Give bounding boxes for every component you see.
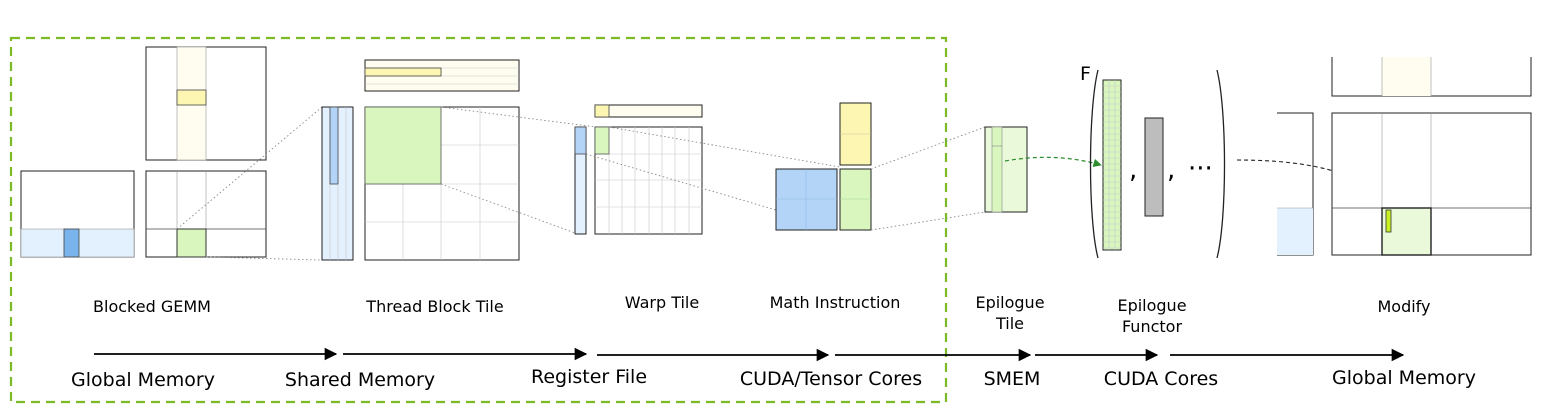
blocked-gemm-figure [20, 46, 267, 258]
label-warp-tile: Warp Tile [625, 293, 699, 312]
functor-name: F [1080, 63, 1091, 85]
label-thread-block-tile: Thread Block Tile [365, 297, 503, 316]
mem-smem: SMEM [984, 368, 1041, 390]
mem-register-file: Register File [531, 366, 647, 388]
thread-block-tile-figure [321, 59, 520, 261]
label-epilogue-tile-1: Epilogue [975, 293, 1044, 312]
label-modify: Modify [1377, 297, 1430, 316]
mem-global-memory: Global Memory [71, 369, 215, 391]
math-instruction-figure [775, 102, 872, 231]
mem-cuda-tensor-cores: CUDA/Tensor Cores [740, 368, 922, 390]
warp-tile-figure [574, 104, 703, 235]
epilogue-functor-figure [1089, 69, 1226, 259]
mem-cuda-cores: CUDA Cores [1104, 368, 1218, 390]
functor-comma-1: , [1129, 155, 1137, 185]
label-epilogue-tile-2: Tile [995, 314, 1024, 333]
label-blocked-gemm: Blocked GEMM [93, 297, 211, 316]
functor-comma-2: , [1167, 155, 1175, 185]
mainloop-boundary [9, 36, 948, 404]
epilogue-tile-figure [984, 126, 1028, 213]
mem-shared-memory: Shared Memory [285, 369, 435, 391]
label-epilogue-functor-1: Epilogue [1117, 296, 1186, 315]
epilogue-dashed-arrow [1004, 156, 1102, 167]
label-epilogue-functor-2: Functor [1122, 317, 1182, 336]
label-math-instruction: Math Instruction [770, 293, 901, 312]
mem-global-memory-out: Global Memory [1332, 367, 1476, 389]
modify-figure [1277, 57, 1532, 256]
memory-flow-arrows [94, 347, 1405, 362]
functor-ellipsis: ··· [1188, 154, 1213, 184]
